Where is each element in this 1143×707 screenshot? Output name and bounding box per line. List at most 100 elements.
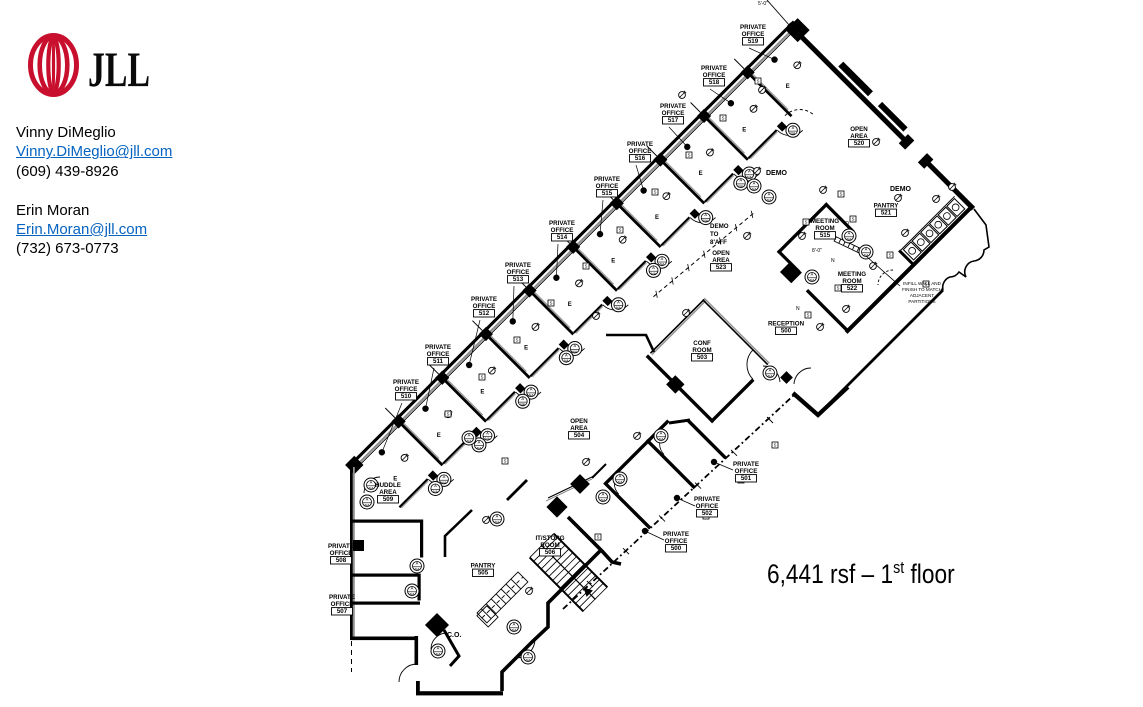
svg-text:ROOM: ROOM [815, 225, 834, 232]
svg-text:DEMO: DEMO [766, 170, 788, 177]
svg-text:E: E [611, 258, 615, 264]
svg-text:519: 519 [748, 38, 759, 45]
svg-text:505: 505 [478, 570, 489, 577]
svg-text:PRIVATE: PRIVATE [471, 296, 497, 303]
svg-text:5'-0": 5'-0" [758, 1, 768, 7]
svg-text:DEMO: DEMO [890, 186, 912, 193]
svg-text:E: E [568, 302, 572, 308]
svg-text:N: N [831, 258, 835, 264]
svg-text:523: 523 [716, 264, 727, 271]
svg-text:E: E [786, 84, 790, 90]
svg-text:PRIVATE: PRIVATE [328, 543, 354, 550]
svg-text:JLL: JLL [88, 41, 150, 97]
svg-text:E: E [742, 128, 746, 134]
svg-text:OFFICE: OFFICE [662, 110, 685, 117]
svg-text:E: E [655, 215, 659, 221]
svg-text:504: 504 [574, 432, 585, 439]
svg-text:OFFICE: OFFICE [596, 183, 619, 190]
svg-text:MEETING: MEETING [811, 218, 839, 225]
svg-text:517: 517 [668, 117, 679, 124]
svg-text:511: 511 [433, 358, 444, 365]
svg-text:521: 521 [881, 210, 892, 217]
svg-text:PRIVATE: PRIVATE [740, 24, 766, 31]
svg-text:502: 502 [702, 510, 713, 517]
svg-text:518: 518 [709, 79, 720, 86]
svg-text:508: 508 [336, 557, 347, 564]
svg-text:INFILL WALL AND: INFILL WALL AND [903, 281, 941, 286]
svg-text:503: 503 [697, 354, 708, 361]
svg-text:OFFICE: OFFICE [427, 351, 450, 358]
svg-text:ROOM: ROOM [540, 542, 559, 549]
svg-text:OFFICE: OFFICE [629, 148, 652, 155]
svg-text:PRIVATE: PRIVATE [627, 141, 653, 148]
svg-text:OPEN: OPEN [570, 418, 588, 425]
svg-text:OFFICE: OFFICE [331, 601, 354, 608]
svg-text:OFFICE: OFFICE [395, 386, 418, 393]
svg-text:PRIVATE: PRIVATE [660, 103, 686, 110]
svg-text:PRIVATE: PRIVATE [701, 65, 727, 72]
svg-text:ROOM: ROOM [842, 278, 861, 285]
svg-text:FINISH TO MATCH: FINISH TO MATCH [902, 287, 942, 292]
svg-text:OFFICE: OFFICE [551, 227, 574, 234]
svg-text:E: E [437, 433, 441, 439]
svg-text:PRIVATE: PRIVATE [549, 220, 575, 227]
svg-text:520: 520 [854, 140, 865, 147]
svg-text:PRIVATE: PRIVATE [733, 461, 759, 468]
svg-text:E: E [524, 346, 528, 352]
svg-text:8'-0": 8'-0" [812, 248, 822, 254]
svg-text:509: 509 [383, 496, 394, 503]
svg-text:PRIVATE: PRIVATE [393, 379, 419, 386]
svg-text:8'AFF: 8'AFF [710, 239, 727, 246]
svg-text:510: 510 [401, 393, 412, 400]
svg-text:MEETING: MEETING [838, 271, 866, 278]
svg-text:513: 513 [513, 276, 524, 283]
svg-text:PRIVATE: PRIVATE [329, 594, 355, 601]
svg-text:OFFICE: OFFICE [735, 468, 758, 475]
svg-text:OPEN: OPEN [712, 250, 730, 257]
svg-text:CONF: CONF [693, 340, 711, 347]
svg-text:516: 516 [635, 155, 646, 162]
svg-text:506: 506 [545, 549, 556, 556]
svg-text:PRIVATE: PRIVATE [694, 496, 720, 503]
svg-text:522: 522 [847, 285, 858, 292]
svg-text:E: E [480, 389, 484, 395]
svg-text:AREA: AREA [570, 425, 588, 432]
svg-text:512: 512 [479, 310, 490, 317]
svg-text:507: 507 [337, 608, 348, 615]
svg-text:OFFICE: OFFICE [665, 538, 688, 545]
svg-text:E: E [699, 171, 703, 177]
svg-text:OPEN: OPEN [850, 126, 868, 133]
svg-text:HUDDLE: HUDDLE [375, 482, 401, 489]
svg-text:PANTRY: PANTRY [471, 563, 497, 570]
svg-text:TO: TO [710, 231, 719, 238]
svg-text:OFFICE: OFFICE [703, 72, 726, 79]
svg-text:PRIVATE: PRIVATE [505, 262, 531, 269]
svg-text:515: 515 [602, 190, 613, 197]
svg-text:500: 500 [671, 545, 682, 552]
svg-text:OFFICE: OFFICE [507, 269, 530, 276]
svg-text:501: 501 [741, 475, 752, 482]
svg-text:514: 514 [557, 234, 568, 241]
svg-text:OFFICE: OFFICE [696, 503, 719, 510]
svg-text:ADJACENT: ADJACENT [910, 293, 934, 298]
svg-text:O: O [845, 221, 849, 227]
svg-text:PRIVATE: PRIVATE [663, 531, 689, 538]
svg-text:N: N [796, 306, 800, 312]
svg-text:PRIVATE: PRIVATE [425, 344, 451, 351]
svg-text:OFFICE: OFFICE [330, 550, 353, 557]
svg-text:515: 515 [820, 232, 831, 239]
svg-text:AREA: AREA [379, 489, 397, 496]
svg-text:AREA: AREA [850, 133, 868, 140]
svg-text:IT/STORG: IT/STORG [535, 535, 564, 542]
svg-text:500: 500 [781, 328, 792, 335]
svg-text:E: E [393, 477, 397, 483]
svg-text:PANTRY: PANTRY [874, 203, 900, 210]
svg-text:RECEPTION: RECEPTION [768, 321, 805, 328]
svg-text:PRIVATE: PRIVATE [594, 176, 620, 183]
svg-text:C.O.: C.O. [447, 632, 461, 639]
svg-text:OFFICE: OFFICE [473, 303, 496, 310]
svg-text:AREA: AREA [712, 257, 730, 264]
svg-text:OFFICE: OFFICE [742, 31, 765, 38]
svg-text:DEMO: DEMO [710, 223, 729, 230]
svg-text:PARTITIONS: PARTITIONS [908, 299, 935, 304]
